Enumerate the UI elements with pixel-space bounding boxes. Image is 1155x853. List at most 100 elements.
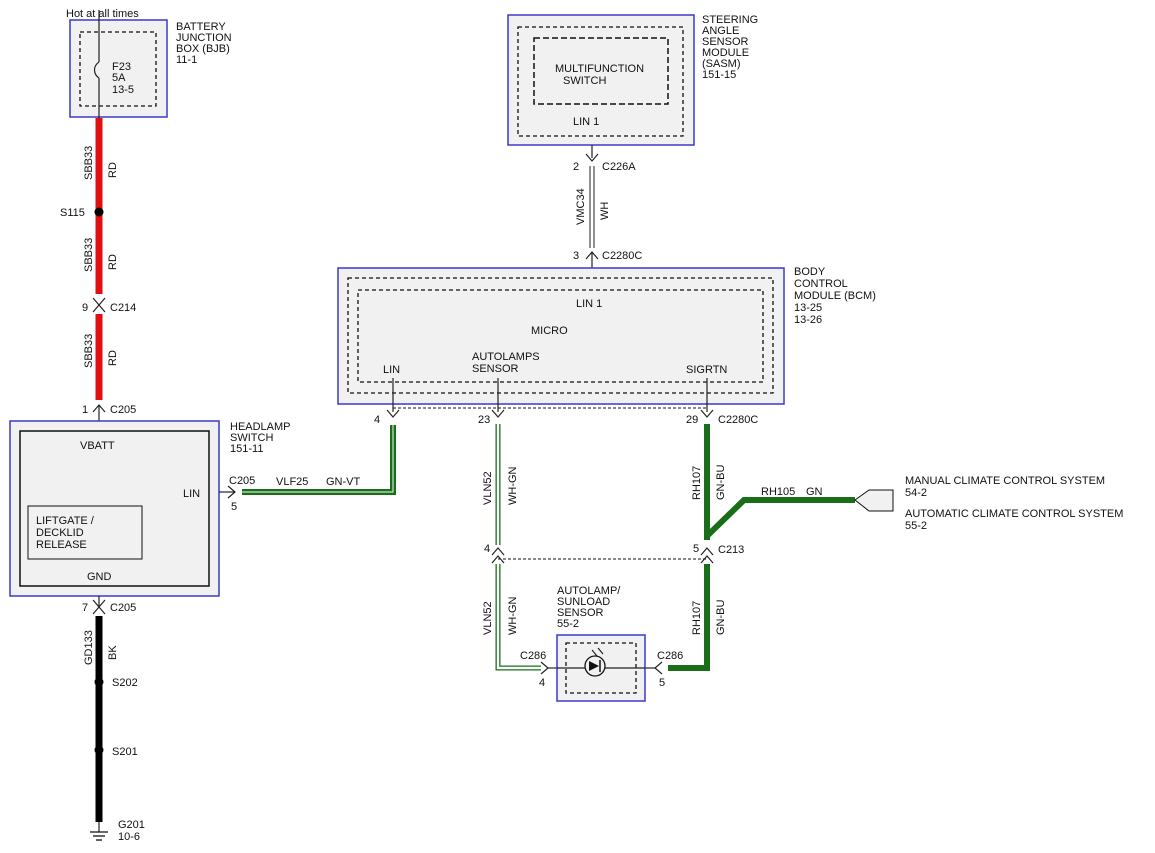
svg-text:LIN 1: LIN 1 xyxy=(573,116,599,128)
svg-text:BK: BK xyxy=(107,645,119,660)
svg-text:3: 3 xyxy=(573,250,579,262)
svg-text:GN: GN xyxy=(806,486,823,498)
svg-text:C214: C214 xyxy=(110,302,136,314)
connector-c214 xyxy=(92,297,106,306)
headlamp-switch-label: HEADLAMP xyxy=(230,421,291,433)
svg-text:2: 2 xyxy=(573,161,579,173)
connector-c2280c-pin29 xyxy=(700,409,714,418)
sasm-label: STEERING xyxy=(702,14,758,26)
wire-rh105 xyxy=(704,497,855,539)
svg-text:SENSOR: SENSOR xyxy=(557,607,604,619)
bjb-label: BATTERY xyxy=(176,21,226,33)
svg-text:LIN: LIN xyxy=(383,364,400,376)
svg-text:BOX (BJB): BOX (BJB) xyxy=(176,43,230,55)
svg-text:151-15: 151-15 xyxy=(702,69,736,81)
svg-text:SWITCH: SWITCH xyxy=(563,75,606,87)
multifunction-switch-label: MULTIFUNCTION xyxy=(555,63,644,75)
svg-text:RH107: RH107 xyxy=(691,466,703,500)
svg-text:RELEASE: RELEASE xyxy=(36,539,87,551)
svg-text:VLN52: VLN52 xyxy=(482,471,494,505)
svg-text:29: 29 xyxy=(686,414,698,426)
svg-text:4: 4 xyxy=(539,677,545,689)
svg-text:S202: S202 xyxy=(112,677,138,689)
fuse-label: F23 xyxy=(112,61,131,73)
splice-s115 xyxy=(94,207,104,217)
manual-climate-label: MANUAL CLIMATE CONTROL SYSTEM xyxy=(905,475,1105,487)
svg-text:54-2: 54-2 xyxy=(905,487,927,499)
connector-c2280c-pin4 xyxy=(386,409,400,418)
svg-text:SBB33: SBB33 xyxy=(83,238,95,272)
micro-label: MICRO xyxy=(531,325,568,337)
svg-text:C205: C205 xyxy=(110,404,136,416)
svg-text:10-6: 10-6 xyxy=(118,831,140,843)
svg-text:9: 9 xyxy=(82,302,88,314)
automatic-climate-label: AUTOMATIC CLIMATE CONTROL SYSTEM xyxy=(905,508,1123,520)
svg-text:C2280C: C2280C xyxy=(718,414,758,426)
liftgate-release-box xyxy=(27,505,143,560)
svg-text:GN-BU: GN-BU xyxy=(715,600,727,636)
svg-text:4: 4 xyxy=(484,543,490,555)
svg-text:RD: RD xyxy=(107,350,119,366)
svg-text:RH105: RH105 xyxy=(761,486,795,498)
svg-text:JUNCTION: JUNCTION xyxy=(176,32,232,44)
connector-c213-pin4 xyxy=(491,547,505,556)
sunload-sensor-label: AUTOLAMP/ xyxy=(557,585,621,597)
svg-text:4: 4 xyxy=(374,414,380,426)
svg-text:RH107: RH107 xyxy=(691,601,703,635)
svg-text:WH: WH xyxy=(599,202,611,220)
svg-text:C205: C205 xyxy=(229,475,255,487)
splice-s202 xyxy=(94,677,104,687)
svg-text:MODULE: MODULE xyxy=(702,47,749,59)
svg-text:SWITCH: SWITCH xyxy=(230,432,273,444)
svg-text:SENSOR: SENSOR xyxy=(702,36,749,48)
ground-g201-label: G201 xyxy=(118,819,145,831)
svg-text:7: 7 xyxy=(82,602,88,614)
svg-text:1: 1 xyxy=(82,404,88,416)
svg-text:SUNLOAD: SUNLOAD xyxy=(557,596,610,608)
svg-text:VLN52: VLN52 xyxy=(482,601,494,635)
sasm-box xyxy=(507,14,695,146)
splice-s201 xyxy=(94,745,104,755)
svg-text:SIGRTN: SIGRTN xyxy=(686,364,727,376)
svg-text:(SASM): (SASM) xyxy=(702,58,741,70)
bcm-label: BODY xyxy=(794,266,826,278)
svg-text:DECKLID: DECKLID xyxy=(36,527,84,539)
svg-text:55-2: 55-2 xyxy=(905,520,927,532)
svg-text:SENSOR: SENSOR xyxy=(472,363,519,375)
svg-text:GND: GND xyxy=(87,571,112,583)
svg-text:C213: C213 xyxy=(718,544,744,556)
svg-text:S201: S201 xyxy=(112,746,138,758)
svg-text:VMC34: VMC34 xyxy=(575,188,587,225)
svg-text:C286: C286 xyxy=(657,650,683,662)
svg-text:C286: C286 xyxy=(520,650,546,662)
svg-text:11-1: 11-1 xyxy=(176,54,197,66)
connector-c213-pin5 xyxy=(700,547,714,556)
svg-text:LIN: LIN xyxy=(183,488,200,500)
svg-text:GN-BU: GN-BU xyxy=(715,465,727,501)
wire-rh107-lower xyxy=(668,564,710,671)
headlamp-switch-box xyxy=(9,420,220,597)
connector-c286-right xyxy=(654,661,663,675)
svg-text:13-26: 13-26 xyxy=(794,314,822,326)
svg-text:SBB33: SBB33 xyxy=(83,146,95,180)
svg-text:C226A: C226A xyxy=(602,161,636,173)
svg-text:C205: C205 xyxy=(110,602,136,614)
connector-c286-left xyxy=(540,661,549,675)
svg-text:WH-GN: WH-GN xyxy=(507,466,519,505)
fuse-icon xyxy=(93,61,100,79)
climate-connector-icon xyxy=(854,489,894,512)
connector-c2280c-pin23 xyxy=(491,409,505,418)
svg-text:55-2: 55-2 xyxy=(557,618,579,630)
svg-text:ANGLE: ANGLE xyxy=(702,25,739,37)
svg-text:5A: 5A xyxy=(112,72,126,84)
svg-text:13-5: 13-5 xyxy=(112,84,134,96)
svg-text:5: 5 xyxy=(693,543,699,555)
svg-text:MODULE (BCM): MODULE (BCM) xyxy=(794,290,876,302)
svg-text:23: 23 xyxy=(478,414,490,426)
svg-text:AUTOLAMPS: AUTOLAMPS xyxy=(472,351,540,363)
bcm-box xyxy=(337,267,785,405)
svg-text:C2280C: C2280C xyxy=(602,250,642,262)
connector-c226a xyxy=(585,153,599,162)
svg-text:CONTROL: CONTROL xyxy=(794,278,848,290)
